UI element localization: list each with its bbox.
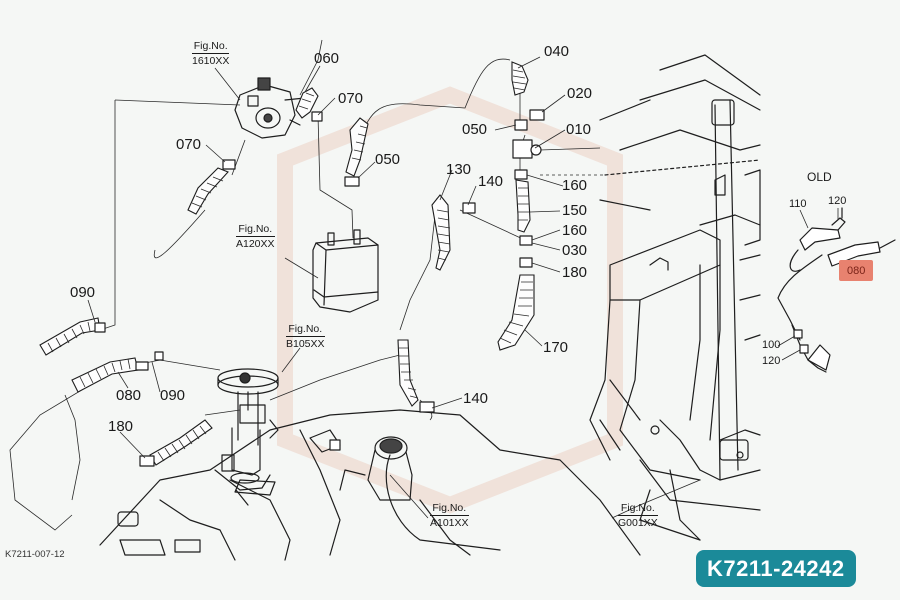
part-number-badge: K7211-24242 [696, 550, 856, 587]
fuel-pump-assembly [214, 368, 279, 506]
old-inset-leaders [777, 208, 839, 361]
tractor-frame [589, 54, 761, 541]
fig-ref-label: Fig.No. [288, 323, 323, 335]
fig-ref-number: 1610XX [192, 53, 230, 68]
old-label-120-bottom: 120 [762, 355, 781, 367]
charcoal-canister [312, 229, 379, 313]
callout-040: 040 [544, 43, 570, 60]
watermark-logo [277, 86, 623, 514]
fig-ref-b105xx: Fig.No. B105XX [286, 323, 325, 351]
old-inset-title: OLD [807, 170, 832, 184]
fig-ref-number: A120XX [236, 236, 275, 251]
fuel-filter [234, 77, 306, 139]
callout-050-mid: 050 [375, 151, 401, 168]
callout-130: 130 [446, 161, 472, 178]
callout-160-top: 160 [562, 177, 588, 194]
fig-ref-a120xx: Fig.No. A120XX [236, 223, 275, 251]
callout-050-top: 050 [462, 121, 488, 138]
fig-ref-a101xx: Fig.No. A101XX [430, 502, 469, 530]
callout-160-mid: 160 [562, 222, 588, 239]
callout-090-mid: 090 [160, 387, 186, 404]
callout-150: 150 [562, 202, 588, 219]
callout-030: 030 [562, 242, 588, 259]
old-label-100: 100 [762, 339, 781, 351]
fig-ref-number: B105XX [286, 336, 325, 351]
fig-ref-label: Fig.No. [238, 223, 273, 235]
fig-ref-label: Fig.No. [432, 502, 467, 514]
fig-ref-number: A101XX [430, 515, 469, 530]
callout-080: 080 [116, 387, 142, 404]
callout-060: 060 [314, 50, 340, 67]
callout-180-left: 180 [108, 418, 134, 435]
fig-ref-number: G001XX [618, 515, 658, 530]
hose-ribs [47, 69, 533, 462]
callout-140-top: 140 [478, 173, 504, 190]
callout-180-right: 180 [562, 264, 588, 281]
old-label-110: 110 [789, 198, 807, 210]
clamps-and-fittings [94, 109, 545, 467]
diagram-code: K7211-007-12 [5, 549, 65, 560]
callout-020: 020 [567, 85, 593, 102]
callout-070-top: 070 [338, 90, 364, 107]
fig-ref-label: Fig.No. [193, 40, 228, 52]
fig-ref-g001xx: Fig.No. G001XX [618, 502, 658, 530]
old-label-080-highlighted: 080 [839, 260, 874, 281]
fuel-tank [99, 409, 641, 561]
fig-ref-1610xx: Fig.No. 1610XX [192, 40, 230, 68]
fig-ref-label: Fig.No. [620, 502, 655, 514]
callout-070-left: 070 [176, 136, 202, 153]
hoses [39, 61, 535, 466]
old-inset-drawing [777, 207, 896, 373]
callout-090-left: 090 [70, 284, 96, 301]
old-label-120-top: 120 [828, 195, 847, 207]
leader-lines [87, 56, 701, 519]
callout-140-bottom: 140 [463, 390, 489, 407]
callout-170: 170 [543, 339, 569, 356]
callout-010: 010 [566, 121, 592, 138]
